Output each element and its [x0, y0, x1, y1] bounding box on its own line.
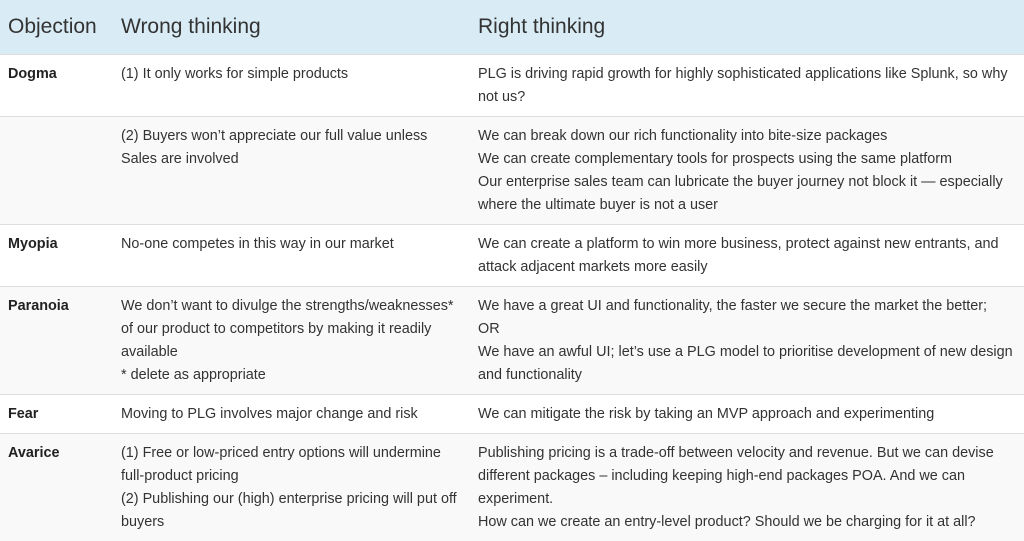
wrong-thinking-line: No-one competes in this way in our marke… [121, 233, 461, 256]
header-row: Objection Wrong thinking Right thinking [0, 0, 1024, 55]
wrong-thinking-cell: Moving to PLG involves major change and … [112, 395, 469, 434]
objection-cell: Dogma [0, 55, 112, 117]
objection-cell [0, 117, 112, 225]
header-objection: Objection [0, 0, 112, 55]
right-thinking-line: We have a great UI and functionality, th… [478, 295, 1016, 318]
right-thinking-line: We can mitigate the risk by taking an MV… [478, 403, 1016, 426]
wrong-thinking-line: (1) It only works for simple products [121, 63, 461, 86]
objection-cell: Avarice [0, 434, 112, 541]
table-row: Fear Moving to PLG involves major change … [0, 395, 1024, 434]
wrong-thinking-cell: (1) It only works for simple products [112, 55, 469, 117]
right-thinking-cell: Publishing pricing is a trade-off betwee… [469, 434, 1024, 541]
right-thinking-line: We can create complementary tools for pr… [478, 148, 1016, 171]
right-thinking-line: PLG is driving rapid growth for highly s… [478, 63, 1016, 109]
wrong-thinking-line: Moving to PLG involves major change and … [121, 403, 461, 426]
wrong-thinking-cell: We don’t want to divulge the strengths/w… [112, 287, 469, 395]
right-thinking-line: We have an awful UI; let’s use a PLG mod… [478, 341, 1016, 387]
table-row: (2) Buyers won’t appreciate our full val… [0, 117, 1024, 225]
right-thinking-line: We can break down our rich functionality… [478, 125, 1016, 148]
objection-cell: Paranoia [0, 287, 112, 395]
table-header: Objection Wrong thinking Right thinking [0, 0, 1024, 55]
right-thinking-line: How can we create an entry-level product… [478, 511, 1016, 534]
right-thinking-line: OR [478, 318, 1016, 341]
table-row: Dogma (1) It only works for simple produc… [0, 55, 1024, 117]
right-thinking-cell: We can create a platform to win more bus… [469, 225, 1024, 287]
header-right-thinking: Right thinking [469, 0, 1024, 55]
wrong-thinking-cell: No-one competes in this way in our marke… [112, 225, 469, 287]
table-row: Myopia No-one competes in this way in our… [0, 225, 1024, 287]
right-thinking-line: Publishing pricing is a trade-off betwee… [478, 442, 1016, 511]
right-thinking-cell: We can break down our rich functionality… [469, 117, 1024, 225]
right-thinking-cell: PLG is driving rapid growth for highly s… [469, 55, 1024, 117]
table-row: Avarice(1) Free or low-priced entry opti… [0, 434, 1024, 541]
wrong-thinking-cell: (1) Free or low-priced entry options wil… [112, 434, 469, 541]
objection-cell: Fear [0, 395, 112, 434]
wrong-thinking-line: * delete as appropriate [121, 364, 461, 387]
right-thinking-cell: We can mitigate the risk by taking an MV… [469, 395, 1024, 434]
right-thinking-line: Our enterprise sales team can lubricate … [478, 171, 1016, 217]
table-body: Dogma (1) It only works for simple produc… [0, 55, 1024, 541]
right-thinking-line: We can create a platform to win more bus… [478, 233, 1016, 279]
wrong-thinking-line: (1) Free or low-priced entry options wil… [121, 442, 461, 488]
objection-cell: Myopia [0, 225, 112, 287]
wrong-thinking-line: (2) Publishing our (high) enterprise pri… [121, 488, 461, 534]
wrong-thinking-line: We don’t want to divulge the strengths/w… [121, 295, 461, 364]
wrong-thinking-cell: (2) Buyers won’t appreciate our full val… [112, 117, 469, 225]
right-thinking-cell: We have a great UI and functionality, th… [469, 287, 1024, 395]
header-wrong-thinking: Wrong thinking [112, 0, 469, 55]
wrong-thinking-line: (2) Buyers won’t appreciate our full val… [121, 125, 461, 171]
